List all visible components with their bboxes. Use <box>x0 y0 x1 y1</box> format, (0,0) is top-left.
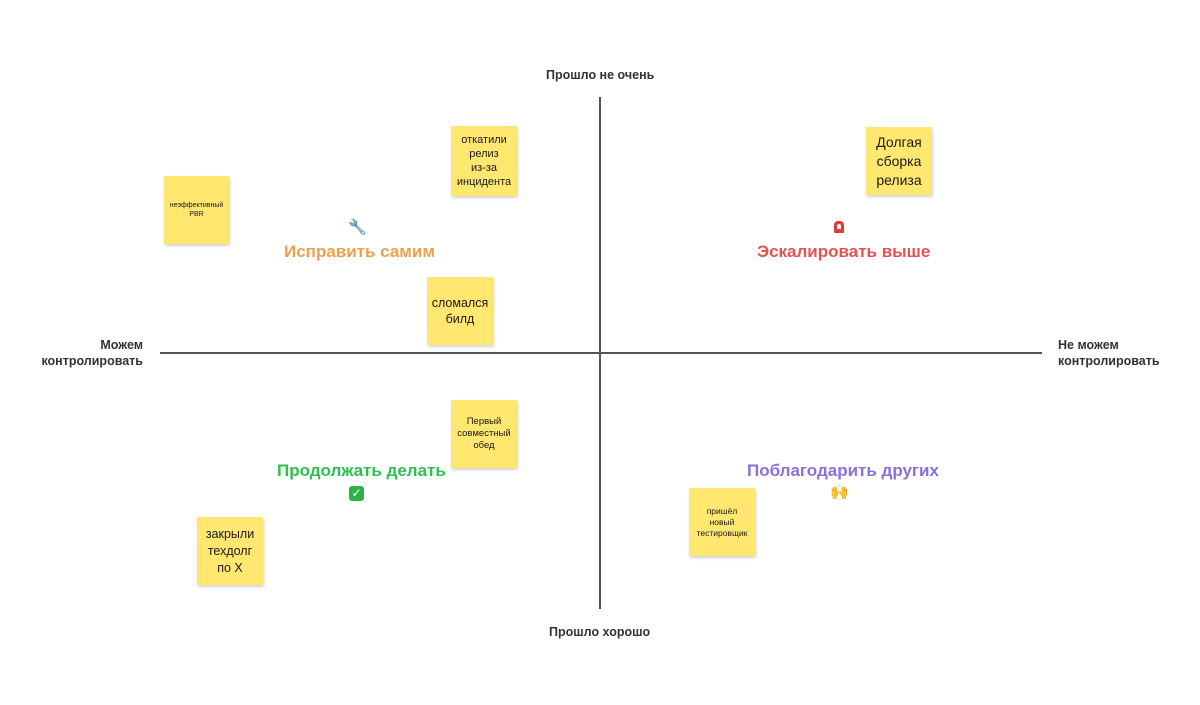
check-mark-icon: ✓ <box>349 484 364 502</box>
sticky-note[interactable]: Первый совместный обед <box>451 400 517 468</box>
axis-label-right: Не можем контролировать <box>1058 338 1160 368</box>
sticky-note[interactable]: сломался билд <box>427 277 493 345</box>
sticky-note[interactable]: Долгая сборка релиза <box>866 127 932 195</box>
quadrant-label-thank-others: Поблагодарить других <box>747 461 939 480</box>
sticky-note[interactable]: закрыли техдолг по X <box>197 517 263 585</box>
quadrant-label-escalate: Эскалировать выше <box>757 242 931 261</box>
axis-label-bottom: Прошло хорошо <box>549 625 651 639</box>
quadrant-label-keep-doing: Продолжать делать <box>277 461 446 480</box>
vertical-axis <box>599 97 601 609</box>
sticky-note[interactable]: откатили релиз из-за инцидента <box>451 126 517 196</box>
wrench-icon: 🔧 <box>348 219 367 236</box>
axis-label-top: Прошло не очень <box>546 68 655 82</box>
quadrant-label-fix-ourselves: Исправить самим <box>284 242 435 261</box>
raised-hands-icon: 🙌 <box>830 484 849 501</box>
sticky-note[interactable]: пришёл новый тестировщик <box>689 488 755 556</box>
axis-label-left: Можем контролировать <box>41 338 143 368</box>
horizontal-axis <box>160 352 1042 354</box>
alarm-icon <box>834 220 844 238</box>
sticky-note[interactable]: неэффективный PBR <box>164 176 229 244</box>
